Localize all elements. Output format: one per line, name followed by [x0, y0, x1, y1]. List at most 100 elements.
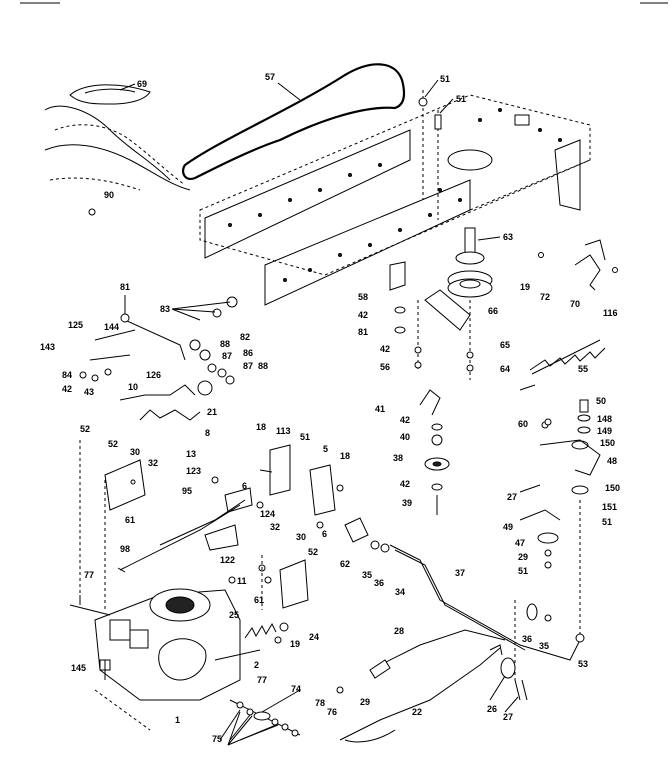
label-11: 11 [237, 576, 247, 586]
brake-bracket-assembly [519, 399, 601, 640]
label-148: 148 [597, 414, 612, 424]
label-62: 62 [340, 559, 350, 569]
label-124: 124 [260, 509, 275, 519]
label-5: 5 [323, 444, 328, 454]
label-6b: 6 [322, 529, 327, 539]
label-52c: 52 [308, 547, 318, 557]
label-26: 26 [487, 704, 497, 714]
label-19b: 19 [290, 639, 300, 649]
label-27b: 27 [503, 712, 513, 722]
drive-belt [181, 63, 406, 180]
idler-pulley [447, 227, 493, 298]
label-52a: 52 [80, 424, 90, 434]
label-63: 63 [503, 232, 513, 242]
label-149: 149 [597, 426, 612, 436]
label-151: 151 [602, 502, 617, 512]
label-75: 75 [212, 734, 222, 744]
label-57: 57 [265, 72, 275, 82]
label-150b: 150 [605, 483, 620, 493]
label-24: 24 [309, 632, 319, 642]
label-88b: 88 [258, 361, 268, 371]
label-83: 83 [160, 304, 170, 314]
idler-assembly-center [419, 389, 450, 515]
label-37: 37 [455, 568, 465, 578]
label-13: 13 [186, 449, 196, 459]
label-53: 53 [578, 659, 588, 669]
label-50: 50 [596, 396, 606, 406]
label-30b: 30 [296, 532, 306, 542]
label-86: 86 [243, 348, 253, 358]
label-150a: 150 [600, 438, 615, 448]
label-41: 41 [375, 404, 385, 414]
label-35b: 35 [539, 641, 549, 651]
label-1: 1 [175, 715, 180, 725]
bracket-30-left [79, 440, 146, 610]
label-32a: 32 [148, 458, 158, 468]
label-55: 55 [578, 364, 588, 374]
bracket-113 [259, 444, 344, 516]
hood-outline [44, 84, 191, 191]
label-34: 34 [395, 587, 405, 597]
label-61b: 61 [254, 595, 264, 605]
label-47: 47 [515, 538, 525, 548]
label-64: 64 [500, 364, 510, 374]
misc-bolts [79, 208, 552, 680]
label-42b: 42 [380, 344, 390, 354]
label-81b: 81 [120, 282, 130, 292]
label-88: 88 [220, 339, 230, 349]
shift-rod [79, 295, 238, 421]
label-122: 122 [220, 555, 235, 565]
bracket-66 [417, 289, 471, 380]
label-113: 113 [276, 426, 291, 436]
label-18b: 18 [340, 451, 350, 461]
label-51d: 51 [518, 566, 528, 576]
label-125: 125 [68, 320, 83, 330]
callout-labels: 69 57 51 51 90 63 19 72 70 116 58 42 81 … [40, 72, 620, 744]
label-51a: 51 [440, 74, 450, 84]
label-84: 84 [62, 370, 72, 380]
label-72: 72 [540, 292, 550, 302]
label-52b: 52 [108, 439, 118, 449]
label-69: 69 [137, 79, 147, 89]
label-8: 8 [205, 428, 210, 438]
label-66: 66 [488, 306, 498, 316]
rod-37 [389, 544, 585, 680]
label-98: 98 [120, 544, 130, 554]
label-29b: 29 [360, 697, 370, 707]
rods-95-98 [119, 476, 253, 571]
label-40: 40 [400, 432, 410, 442]
label-76: 76 [327, 707, 337, 717]
label-38: 38 [393, 453, 403, 463]
bracket-70 [538, 239, 618, 291]
label-42d: 42 [400, 415, 410, 425]
label-42c: 42 [62, 384, 72, 394]
label-29a: 29 [518, 552, 528, 562]
label-95: 95 [182, 486, 192, 496]
bracket-30-lower [258, 555, 309, 610]
frame [199, 94, 591, 306]
label-77b: 77 [257, 675, 267, 685]
label-42e: 42 [400, 479, 410, 489]
label-25: 25 [229, 610, 239, 620]
label-27a: 27 [507, 492, 517, 502]
label-126: 126 [146, 370, 161, 380]
label-87b: 87 [243, 361, 253, 371]
label-10: 10 [128, 382, 138, 392]
label-2: 2 [254, 660, 259, 670]
label-51c: 51 [602, 517, 612, 527]
label-123: 123 [186, 466, 201, 476]
frame-holes [228, 108, 562, 282]
label-116: 116 [603, 308, 618, 318]
label-145: 145 [71, 663, 86, 673]
bolts-top [418, 90, 442, 220]
leader-lines [119, 79, 519, 746]
bushings-center [344, 517, 390, 553]
label-144: 144 [104, 322, 119, 332]
label-56: 56 [380, 362, 390, 372]
label-6a: 6 [242, 481, 247, 491]
label-48: 48 [607, 456, 617, 466]
label-36a: 36 [374, 578, 384, 588]
bracket-58 [389, 261, 406, 334]
